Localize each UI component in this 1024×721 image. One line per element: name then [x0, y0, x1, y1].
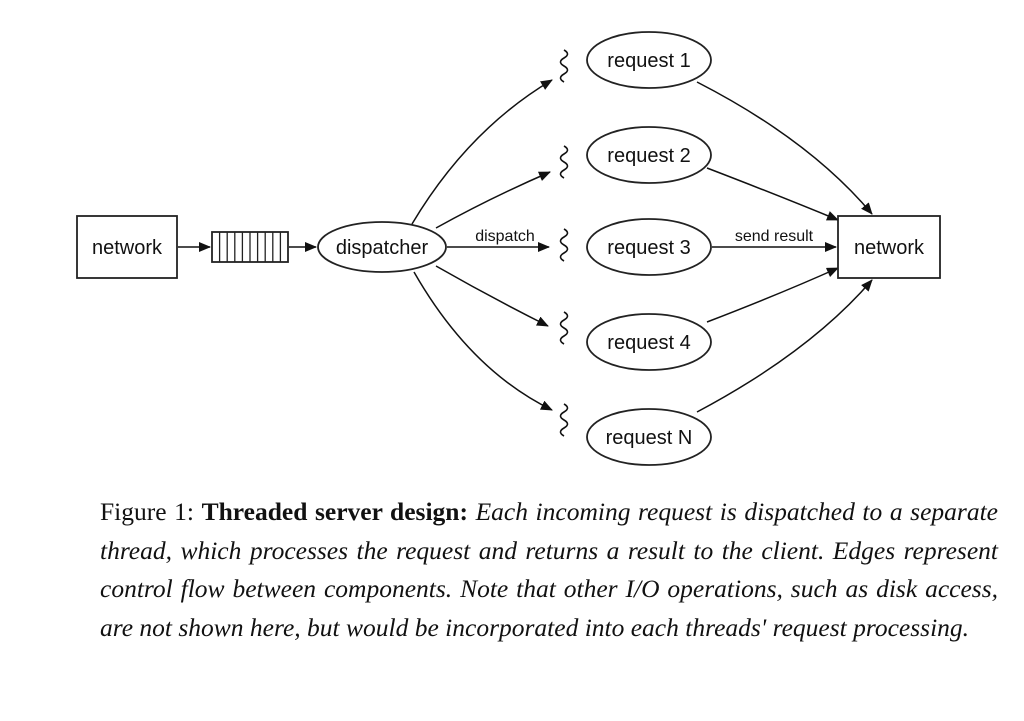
thread-icon-1: [559, 49, 569, 83]
network-in-node: network: [76, 215, 178, 279]
request-1-label: request 1: [607, 50, 690, 72]
edge-dispatch-4: [435, 265, 549, 327]
request-4-label: request 4: [607, 332, 690, 354]
figure-caption-body: Each incoming request is dispatched to a…: [100, 497, 998, 642]
edge-result-2: [706, 167, 839, 221]
queue-slots: [218, 232, 282, 262]
network-out-label: network: [854, 237, 925, 259]
dispatch-edge-label: dispatch: [475, 228, 535, 245]
thread-icon-4: [559, 311, 569, 345]
request-3-node: request 3: [586, 218, 712, 276]
request-queue: [211, 231, 289, 263]
send-result-edge-label: send result: [735, 228, 814, 245]
edge-dispatch-1: [411, 79, 553, 225]
thread-icon-n: [559, 403, 569, 437]
thread-icon-2: [559, 145, 569, 179]
request-n-node: request N: [586, 408, 712, 466]
edge-dispatch-2: [435, 171, 551, 229]
request-2-label: request 2: [607, 145, 690, 167]
figure-title: Threaded server design:: [201, 497, 468, 526]
figure-caption: Figure 1: Threaded server design: Each i…: [100, 493, 998, 647]
edge-dispatch-n: [413, 271, 553, 411]
dispatcher-label: dispatcher: [336, 237, 429, 259]
request-3-label: request 3: [607, 237, 690, 259]
network-out-node: network: [837, 215, 941, 279]
figure-number: Figure 1:: [100, 497, 194, 526]
request-n-label: request N: [606, 427, 693, 449]
dispatcher-node: dispatcher: [317, 221, 447, 273]
edge-result-n: [696, 279, 873, 413]
request-1-node: request 1: [586, 31, 712, 89]
request-2-node: request 2: [586, 126, 712, 184]
threaded-server-diagram: network dispatcher dispatch request 1 re…: [76, 31, 941, 466]
network-in-label: network: [92, 237, 163, 259]
edge-result-4: [706, 267, 839, 323]
request-4-node: request 4: [586, 313, 712, 371]
edge-result-1: [696, 81, 873, 215]
thread-icon-3: [559, 228, 569, 262]
